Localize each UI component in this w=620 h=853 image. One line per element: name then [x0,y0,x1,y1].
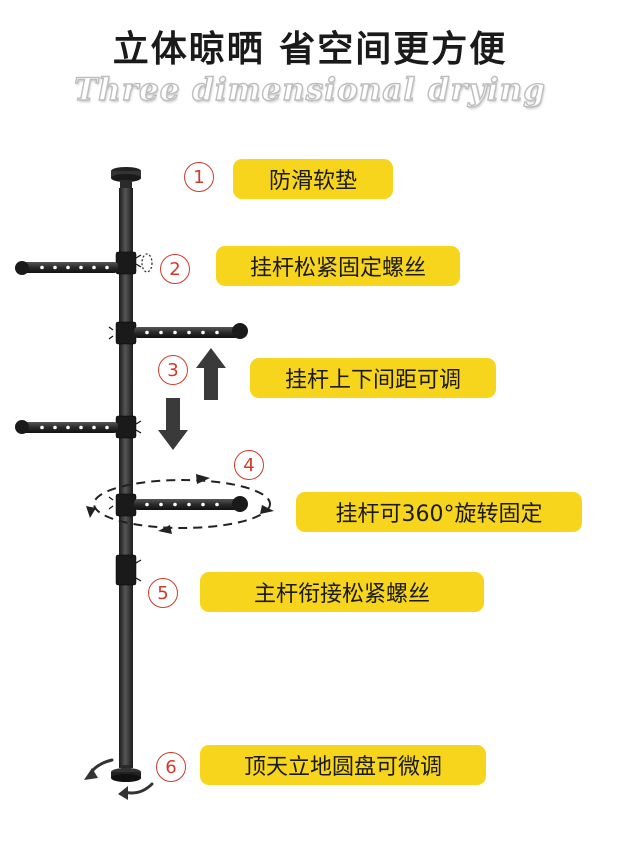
feature-number-5: 5 [148,578,178,608]
bottom-adjust-disc [111,765,141,782]
rotation-indicator [86,474,274,534]
hanging-arm [134,323,248,339]
rotate-arrowheads-icon [84,768,128,800]
feature-number-1: 1 [184,162,214,192]
feature-number-2: 2 [160,254,190,284]
top-anti-slip-pad [111,167,141,190]
down-arrow-icon [158,398,188,450]
feature-label-2: 挂杆松紧固定螺丝 [216,246,460,286]
main-pole [119,188,133,768]
page-subtitle: Three dimensional drying [73,71,546,108]
feature-label-6: 顶天立地圆盘可微调 [200,745,486,785]
hanging-arm [134,496,248,512]
hanging-arm [15,261,118,275]
feature-label-4: 挂杆可360°旋转固定 [296,492,582,532]
feature-label-3: 挂杆上下间距可调 [250,358,496,398]
feature-number-3: 3 [158,355,188,385]
joint-screws [108,254,142,582]
page-title: 立体晾晒 省空间更方便 [112,29,508,70]
feature-label-1: 防滑软垫 [233,159,393,199]
fixing-screw-icon [141,253,153,273]
up-arrow-icon [196,348,226,400]
feature-number-6: 6 [156,752,186,782]
feature-label-5: 主杆衔接松紧螺丝 [200,572,484,612]
hanging-arm [15,420,118,434]
feature-number-4: 4 [234,450,264,480]
pole-joint [115,251,137,586]
